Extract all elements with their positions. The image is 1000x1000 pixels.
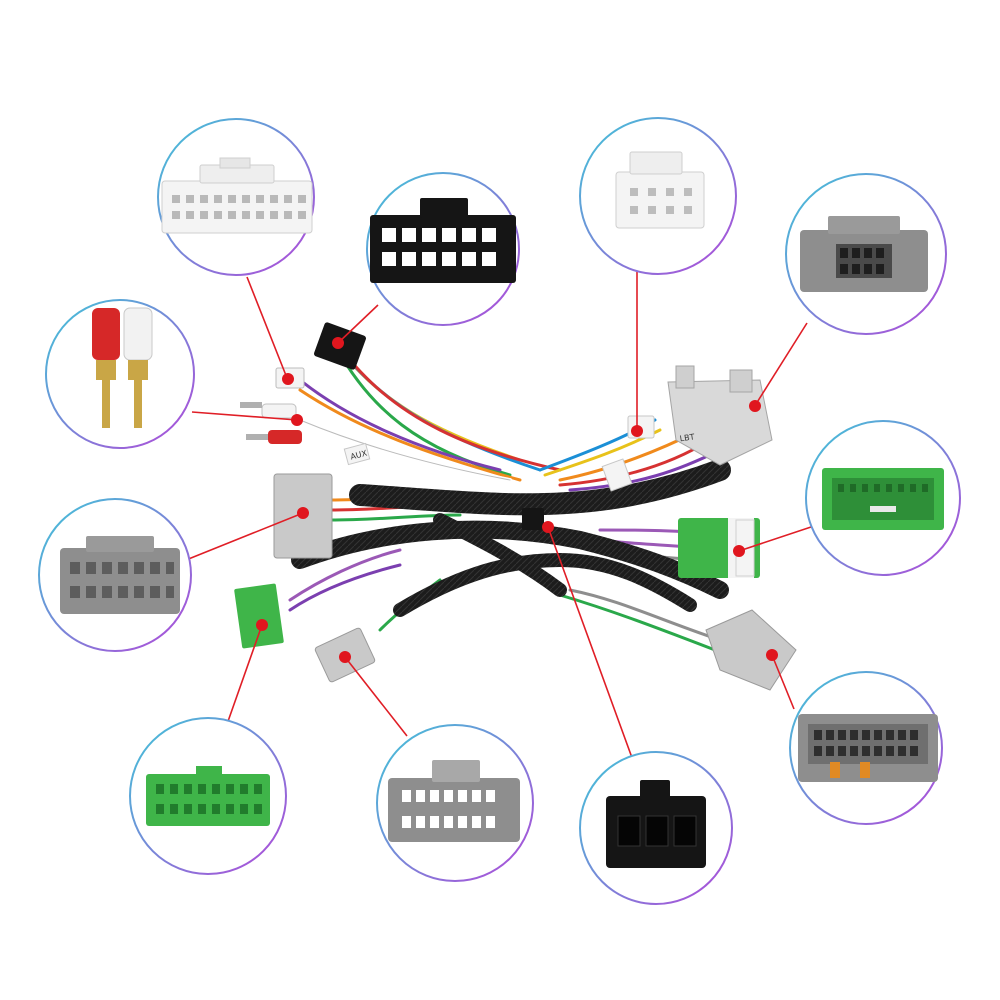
green-20-pin-connector-icon (146, 766, 270, 826)
rca-plug-icon (92, 307, 153, 428)
black-16-pin-connector-icon (370, 198, 516, 283)
callout-black-3pin (579, 751, 733, 905)
callout-white-8pin (579, 117, 737, 275)
lbt-cable-label: LBT (679, 432, 695, 443)
callout-green-20pin (129, 717, 287, 875)
gray-16-pin-connector-icon (388, 760, 520, 842)
callout-gray-16pin (376, 724, 534, 882)
gray-24-pin-connector-icon (798, 714, 938, 782)
gray-12-pin-connector-icon (800, 216, 928, 292)
white-8-pin-connector-icon (615, 151, 705, 229)
gray-20-pin-connector-icon (60, 536, 180, 614)
braided-sleeves (291, 459, 731, 617)
white-24-pin-connector-icon (161, 157, 313, 234)
callout-rca-pair (45, 299, 195, 449)
callout-white-24pin (157, 118, 315, 276)
callout-gray-12pin (785, 173, 947, 335)
callout-black-16pin (366, 172, 520, 326)
aux-cable-label: AUX (349, 448, 368, 461)
callout-green-28pin (805, 420, 961, 576)
green-28-pin-connector-icon (822, 468, 944, 530)
black-3-pin-power-connector-icon (606, 780, 706, 868)
leader-dots (256, 337, 778, 663)
leader-lines (185, 272, 812, 767)
callout-gray-24pin (789, 671, 943, 825)
callout-gray-20pin (38, 498, 192, 652)
